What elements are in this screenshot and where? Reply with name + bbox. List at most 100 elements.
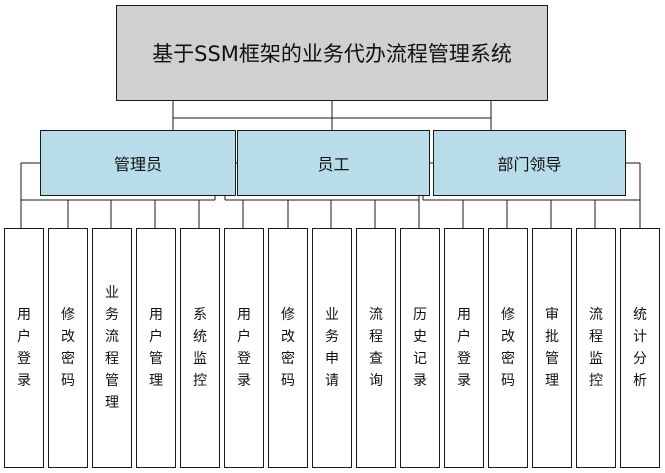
function-label-char: 查	[369, 351, 383, 367]
function-label-char: 改	[281, 329, 295, 345]
function-box: 流程查询	[356, 228, 396, 468]
function-label-char: 计	[633, 329, 647, 345]
function-label-char: 户	[17, 329, 31, 345]
function-label-char: 码	[501, 373, 515, 389]
role-box-employee: 员工	[237, 130, 430, 196]
function-label-char: 业	[105, 285, 119, 301]
function-label-char: 户	[237, 329, 251, 345]
function-label-char: 用	[17, 307, 31, 323]
function-label-char: 户	[149, 329, 163, 345]
function-box: 业务流程管理	[92, 228, 132, 468]
function-label-char: 改	[61, 329, 75, 345]
function-label-char: 申	[325, 351, 339, 367]
function-label-char: 询	[369, 373, 383, 389]
function-label-char: 登	[457, 351, 471, 367]
role-label-leader: 部门领导	[497, 155, 562, 174]
function-label: 用户登录	[457, 304, 471, 392]
function-label: 业务申请	[325, 304, 339, 392]
function-label-char: 程	[105, 351, 119, 367]
function-label-char: 密	[501, 351, 515, 367]
function-label-char: 史	[413, 329, 427, 345]
function-label-char: 审	[545, 307, 559, 323]
function-label-char: 录	[457, 373, 471, 389]
function-label-char: 监	[589, 351, 603, 367]
function-label-char: 录	[237, 373, 251, 389]
function-label-char: 流	[589, 307, 603, 323]
function-label-char: 记	[413, 351, 427, 367]
function-box: 用户登录	[224, 228, 264, 468]
function-label-char: 析	[633, 373, 647, 389]
function-label-char: 系	[193, 307, 207, 323]
function-label-char: 统	[633, 307, 647, 323]
function-box: 系统监控	[180, 228, 220, 468]
function-label-char: 登	[237, 351, 251, 367]
function-label-char: 修	[61, 307, 75, 323]
function-label: 审批管理	[545, 304, 559, 392]
function-label-char: 程	[369, 329, 383, 345]
function-label-char: 修	[281, 307, 295, 323]
function-label-char: 批	[545, 329, 559, 345]
function-label-char: 流	[105, 329, 119, 345]
function-label-char: 历	[413, 307, 427, 323]
function-label: 业务流程管理	[105, 282, 119, 414]
function-label: 系统监控	[193, 304, 207, 392]
function-label: 用户登录	[17, 304, 31, 392]
function-label-char: 管	[105, 373, 119, 389]
function-label-char: 请	[325, 373, 339, 389]
role-box-admin: 管理员	[40, 130, 236, 196]
function-label-char: 密	[281, 351, 295, 367]
function-label-char: 用	[237, 307, 251, 323]
function-label: 用户管理	[149, 304, 163, 392]
function-label: 历史记录	[413, 304, 427, 392]
function-label-char: 户	[457, 329, 471, 345]
function-label-char: 控	[193, 373, 207, 389]
function-label: 统计分析	[633, 304, 647, 392]
function-box: 用户登录	[444, 228, 484, 468]
function-label-char: 码	[281, 373, 295, 389]
function-label-char: 管	[149, 351, 163, 367]
function-label-char: 控	[589, 373, 603, 389]
function-label-char: 业	[325, 307, 339, 323]
function-box: 修改密码	[488, 228, 528, 468]
role-box-leader: 部门领导	[433, 130, 626, 196]
function-label-char: 录	[413, 373, 427, 389]
role-label-admin: 管理员	[113, 155, 162, 174]
function-label-char: 统	[193, 329, 207, 345]
function-label: 流程监控	[589, 304, 603, 392]
function-label: 修改密码	[281, 304, 295, 392]
function-label-char: 用	[149, 307, 163, 323]
function-label-char: 监	[193, 351, 207, 367]
function-box: 流程监控	[576, 228, 616, 468]
function-label: 修改密码	[61, 304, 75, 392]
function-label-char: 流	[369, 307, 383, 323]
function-label: 用户登录	[237, 304, 251, 392]
function-label-char: 改	[501, 329, 515, 345]
function-label-char: 修	[501, 307, 515, 323]
function-label: 流程查询	[369, 304, 383, 392]
function-label-char: 密	[61, 351, 75, 367]
system-title-box: 基于SSM框架的业务代办流程管理系统	[116, 5, 548, 101]
function-label-char: 理	[105, 395, 119, 411]
function-box: 统计分析	[620, 228, 660, 468]
function-label-char: 理	[149, 373, 163, 389]
role-label-employee: 员工	[317, 155, 350, 174]
function-label-char: 理	[545, 373, 559, 389]
function-label-char: 用	[457, 307, 471, 323]
function-label-char: 务	[325, 329, 339, 345]
function-box: 历史记录	[400, 228, 440, 468]
function-box: 业务申请	[312, 228, 352, 468]
function-label-char: 程	[589, 329, 603, 345]
function-label-char: 分	[633, 351, 647, 367]
function-label-char: 录	[17, 373, 31, 389]
function-label-char: 码	[61, 373, 75, 389]
function-label: 修改密码	[501, 304, 515, 392]
function-label-char: 登	[17, 351, 31, 367]
function-label-char: 务	[105, 307, 119, 323]
function-box: 修改密码	[268, 228, 308, 468]
function-box: 用户登录	[4, 228, 44, 468]
function-box: 审批管理	[532, 228, 572, 468]
function-label-char: 管	[545, 351, 559, 367]
system-title: 基于SSM框架的业务代办流程管理系统	[152, 42, 512, 66]
function-box: 修改密码	[48, 228, 88, 468]
function-box: 用户管理	[136, 228, 176, 468]
